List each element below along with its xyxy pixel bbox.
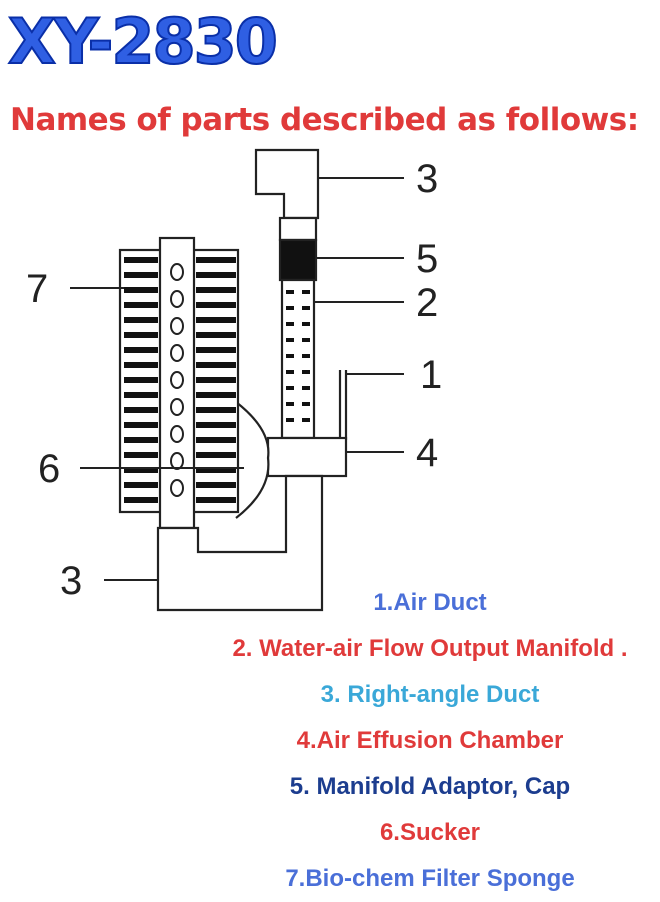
callout-4: 4 [416,431,438,475]
legend-item-output-manifold: 2. Water-air Flow Output Manifold . [232,635,628,662]
filter-diagram: 3 5 2 1 4 7 6 3 [26,148,442,612]
column-hole [170,452,184,470]
legend-item-air-duct: 1.Air Duct [373,589,487,616]
callout-2: 2 [416,281,438,325]
column-hole [170,371,184,389]
model-title: XY-2830 [7,5,279,79]
column-hole [170,425,184,443]
legend-item-filter-sponge: 7.Bio-chem Filter Sponge [285,865,575,892]
column-hole [170,398,184,416]
callout-7: 7 [26,267,48,311]
bottom-right-angle-duct [156,474,324,612]
column-hole [170,317,184,335]
parts-legend: 1.Air Duct 2. Water-air Flow Output Mani… [200,580,660,902]
output-manifold [280,278,316,440]
callout-3-bottom: 3 [60,559,82,603]
top-right-angle-duct [254,148,320,220]
column-hole [170,479,184,497]
manifold-cap [278,216,318,242]
legend-item-sucker: 6.Sucker [379,819,481,846]
callout-3-top: 3 [416,157,438,201]
callout-1: 1 [420,353,442,397]
column-hole [170,290,184,308]
sucker [235,401,270,519]
air-effusion-chamber [266,436,348,478]
callout-6: 6 [38,447,60,491]
legend-item-manifold-adaptor: 5. Manifold Adaptor, Cap [289,773,571,800]
callout-5: 5 [416,237,438,281]
subtitle: Names of parts described as follows: [10,102,639,138]
legend-item-air-effusion-chamber: 4.Air Effusion Chamber [296,727,564,754]
column-hole [170,344,184,362]
column-hole [170,263,184,281]
legend-item-right-angle-duct: 3. Right-angle Duct [320,681,540,708]
